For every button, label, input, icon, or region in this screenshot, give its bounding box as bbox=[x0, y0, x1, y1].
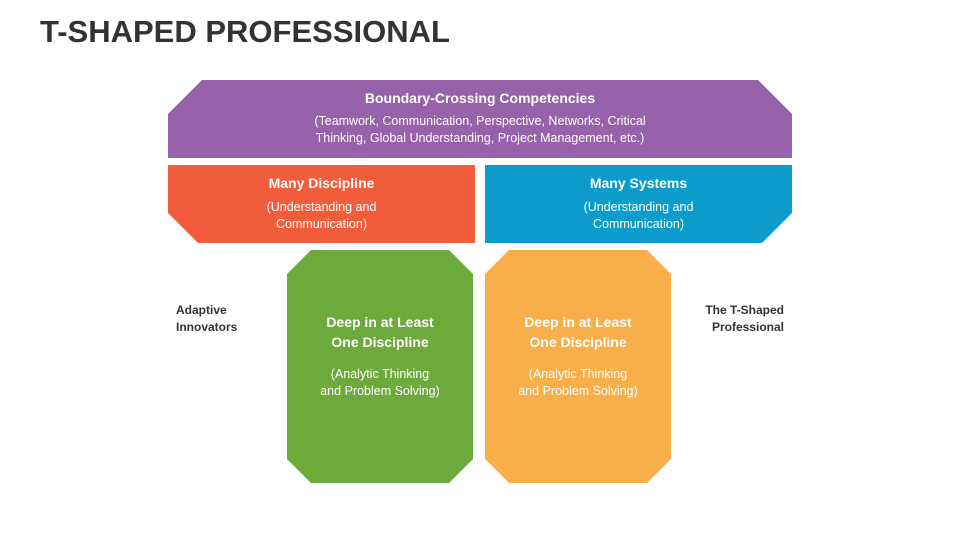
deep-discipline-orange-block: Deep in at Least One Discipline (Analyti… bbox=[485, 250, 671, 483]
many-discipline-description: (Understanding and Communication) bbox=[266, 200, 377, 231]
deep-discipline-green-block: Deep in at Least One Discipline (Analyti… bbox=[287, 250, 473, 483]
many-systems-block: Many Systems (Understanding and Communic… bbox=[485, 165, 792, 243]
many-discipline-block: Many Discipline (Understanding and Commu… bbox=[168, 165, 475, 243]
many-discipline-heading: Many Discipline bbox=[268, 175, 375, 191]
adaptive-innovators-label: Adaptive Innovators bbox=[176, 302, 246, 336]
t-shaped-professional-label: The T-Shaped Professional bbox=[684, 302, 784, 336]
many-systems-heading: Many Systems bbox=[589, 175, 688, 191]
page-title: T-SHAPED PROFESSIONAL bbox=[40, 14, 450, 49]
boundary-crossing-heading: Boundary-Crossing Competencies bbox=[364, 90, 596, 106]
deep-discipline-orange-heading: Deep in at Least One Discipline bbox=[524, 314, 632, 350]
many-systems-description: (Understanding and Communication) bbox=[583, 200, 694, 231]
deep-discipline-green-description: (Analytic Thinking and Problem Solving) bbox=[320, 367, 440, 398]
t-shaped-professional-text: The T-Shaped Professional bbox=[705, 303, 784, 334]
deep-discipline-green-heading: Deep in at Least One Discipline bbox=[326, 314, 434, 350]
boundary-crossing-description: (Teamwork, Communication, Perspective, N… bbox=[314, 114, 646, 145]
boundary-crossing-block: Boundary-Crossing Competencies (Teamwork… bbox=[168, 80, 792, 158]
adaptive-innovators-text: Adaptive Innovators bbox=[176, 303, 238, 334]
deep-discipline-orange-description: (Analytic Thinking and Problem Solving) bbox=[518, 367, 638, 398]
